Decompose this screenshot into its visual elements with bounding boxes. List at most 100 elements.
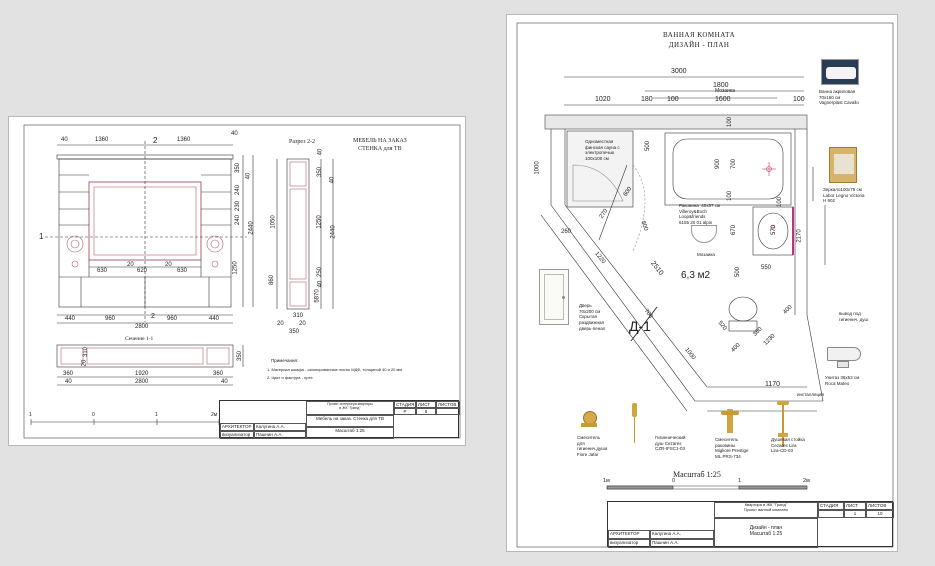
- dim: 100: [793, 96, 805, 103]
- dim: 1050: [270, 215, 277, 229]
- dim: 1800: [713, 82, 729, 89]
- stamp-name-1: Калугина А.А.: [254, 423, 306, 431]
- stamp-role-2: визуализатор: [220, 431, 254, 439]
- stamp-sheets-header: ЛИСТОВ: [866, 502, 894, 510]
- faucet-icon: [719, 405, 741, 435]
- note-2: 2. Цвет и фактура - орех: [267, 375, 313, 380]
- stamp-sheet-title: Дизайн - план Масштаб 1:25: [714, 518, 818, 548]
- sauna-label: Одноместная финская сауна с электропечью…: [585, 139, 620, 161]
- dim: 40: [245, 172, 252, 180]
- dim: 40: [221, 379, 228, 385]
- dim: 40: [65, 379, 72, 385]
- dim: 310: [83, 346, 90, 358]
- stamp-sheets-header: ЛИСТОВ: [436, 401, 460, 408]
- dim: 1600: [715, 96, 731, 103]
- mosaic-label-2: Мозаика: [697, 252, 715, 257]
- dim: 100: [777, 196, 784, 208]
- dim: 20: [165, 262, 172, 268]
- dim: 3000: [671, 68, 687, 75]
- bath-icon: [821, 59, 859, 85]
- dim: 1360: [95, 137, 109, 143]
- mirror-icon: [829, 147, 857, 183]
- section-mark: Д-1: [629, 318, 651, 334]
- right-drawing-sheet: ВАННАЯ КОМНАТА ДИЗАЙН - ПЛАН 3000 1800 1…: [506, 14, 898, 552]
- sheet-title: ВАННАЯ КОМНАТА ДИЗАЙН - ПЛАН: [663, 31, 736, 49]
- notes-title: Примечания:: [271, 358, 299, 363]
- dim: 550: [761, 265, 772, 271]
- dim: 40: [317, 148, 324, 156]
- dim: 260: [561, 229, 572, 235]
- toilet-label: Унитаз 36х52 см Roca Mateo: [825, 375, 860, 386]
- stamp-stage: Р: [394, 408, 416, 415]
- dim: 40: [61, 137, 68, 143]
- sink-label: Раковина 40х57 см Villeroy&Boch Loop&fri…: [679, 203, 721, 225]
- stamp-stage: [818, 510, 844, 518]
- dim: 1020: [595, 96, 611, 103]
- overall-width: 2800: [135, 324, 149, 330]
- scale-label: 0: [672, 478, 676, 484]
- tv-wall-drawing: [23, 124, 461, 439]
- room-area: 6,3 м2: [681, 270, 711, 281]
- installation-label: инсталляция: [797, 392, 824, 397]
- toilet-icon: [827, 341, 865, 369]
- bath-label: Ванна акриловая 70х160 см Vagnerplast Ca…: [819, 89, 859, 106]
- section-1-label: Сечение 1-1: [125, 336, 154, 342]
- dim: 440: [209, 316, 220, 322]
- dim: 40: [231, 131, 238, 137]
- dim: 20: [277, 321, 284, 327]
- scale-label: 1: [29, 412, 32, 418]
- shower-head-label: Гигиенический душ Cezares CZR-IFSC1-03: [655, 435, 686, 452]
- stamp-sheet-title: Мебель на заказ. Стенка для ТВ: [306, 415, 394, 427]
- mixer-label: Смеситель для гигиенич.душа Fiore Jafar: [577, 435, 608, 457]
- shower-rack-label: Душевая стойка Cezares Lira Lira-CD-03: [771, 437, 805, 454]
- dim: 500: [735, 266, 742, 278]
- dim: 350: [235, 162, 242, 174]
- dim: 100: [727, 190, 734, 202]
- drain-label: вывод под гигиенич. душ: [839, 311, 869, 322]
- shower-rack-icon: [773, 401, 793, 447]
- dim: 5870: [314, 289, 321, 303]
- stamp-name-1: Калугина А.А.: [650, 530, 714, 539]
- dim: 1250: [316, 215, 323, 229]
- dim: 2: [151, 313, 155, 320]
- stamp-project: Проект интерьера квартиры в ЖК "Гринд": [306, 401, 394, 415]
- dim: 570: [771, 224, 778, 236]
- stamp-role-2: визуализатор: [608, 539, 650, 548]
- stamp-name-2: Пашнин А.А.: [254, 431, 306, 439]
- scale-label: 0: [92, 412, 95, 418]
- dim: 180: [641, 96, 653, 103]
- dim: 620: [137, 268, 148, 274]
- dim: 670: [731, 224, 738, 236]
- dim: 630: [97, 268, 108, 274]
- dim: 100: [667, 96, 679, 103]
- title-block: Проект интерьера квартиры в ЖК "Гринд" М…: [219, 400, 460, 439]
- stamp-stage-header: СТАДИЯ: [818, 502, 844, 510]
- dim: 350: [317, 166, 324, 178]
- door-image: [539, 269, 569, 325]
- stamp-scale: Масштаб 1:25: [306, 427, 394, 439]
- scale-label: 2м: [211, 412, 218, 418]
- dim: 350: [289, 329, 300, 335]
- dim: 960: [105, 316, 116, 322]
- dim: 20: [299, 321, 306, 327]
- dim: 1360: [177, 137, 191, 143]
- scale-label: 2м: [803, 478, 810, 484]
- dim: 250: [317, 266, 324, 278]
- dim: 100: [727, 116, 734, 128]
- scale-title: Масштаб 1:25: [673, 470, 721, 479]
- stamp-role-1: АРХИТЕКТОР: [220, 423, 254, 431]
- dim: 2170: [796, 229, 803, 243]
- dim: 2440: [330, 225, 337, 239]
- dim: 310: [293, 313, 304, 319]
- stamp-sheets: [436, 408, 460, 415]
- dim: 1170: [765, 381, 781, 388]
- note-1: 1. Материал шкафа - шпонированные листы …: [267, 367, 403, 372]
- mirror-label: Зеркало100х75 см Labor Legno Victoria H …: [823, 187, 865, 204]
- stamp-stage-header: СТАДИЯ: [394, 401, 416, 408]
- stamp-sheet-header: ЛИСТ: [416, 401, 436, 408]
- left-drawing-sheet: МЕБЕЛЬ НА ЗАКАЗ СТЕНКА для ТВ Разрез 2-2…: [8, 116, 466, 446]
- section-marker-2: 2: [153, 136, 158, 145]
- sheet-title: МЕБЕЛЬ НА ЗАКАЗ СТЕНКА для ТВ: [353, 138, 407, 153]
- dim: 2800: [135, 379, 149, 385]
- dim: 630: [177, 268, 188, 274]
